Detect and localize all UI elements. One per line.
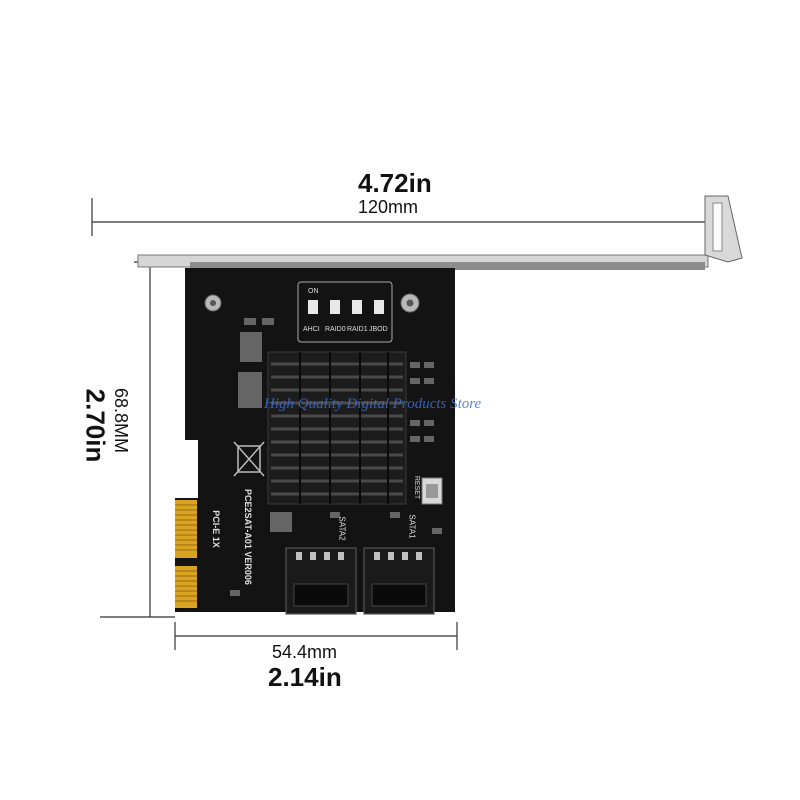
sata-ports [285,547,435,615]
width-inches-label: 4.72in [358,168,432,198]
pcb-width-inches-label: 2.14in [268,662,342,692]
store-watermark: High Quality Digital Products Store [264,396,482,412]
bracket-tab [704,195,743,263]
reset-label: RESET [413,475,421,500]
dip-switch-label-2: RAID0 [325,326,346,333]
interface-label: PCI-E 1X [210,510,221,548]
dip-switch-label-1: AHCI [303,326,320,333]
height-inches-label: 2.70in [80,388,111,463]
sata2-label: SATA2 [337,516,347,541]
smd-components [230,318,442,596]
dip-switch-block [297,281,393,343]
dip-switches [308,300,384,314]
dimension-lines [91,198,728,650]
gold-fingers [175,500,197,608]
height-mm-label: 68.8MM [111,387,132,454]
dip-switch-on-label: ON [308,288,319,295]
heatsink-fins [271,362,403,496]
weee-symbol [233,441,265,477]
sata1-label: SATA1 [407,514,417,539]
heatsink [267,351,407,505]
board-model-label: PCE2SAT-A01 VER006 [242,489,253,585]
metal-bracket [137,195,743,270]
pcb-width-mm-label: 54.4mm [272,642,338,662]
dip-switch-label-3: RAID1 [347,326,368,333]
dip-switch-label-4: JBOD [369,326,388,333]
width-mm-label: 120mm [358,197,419,217]
